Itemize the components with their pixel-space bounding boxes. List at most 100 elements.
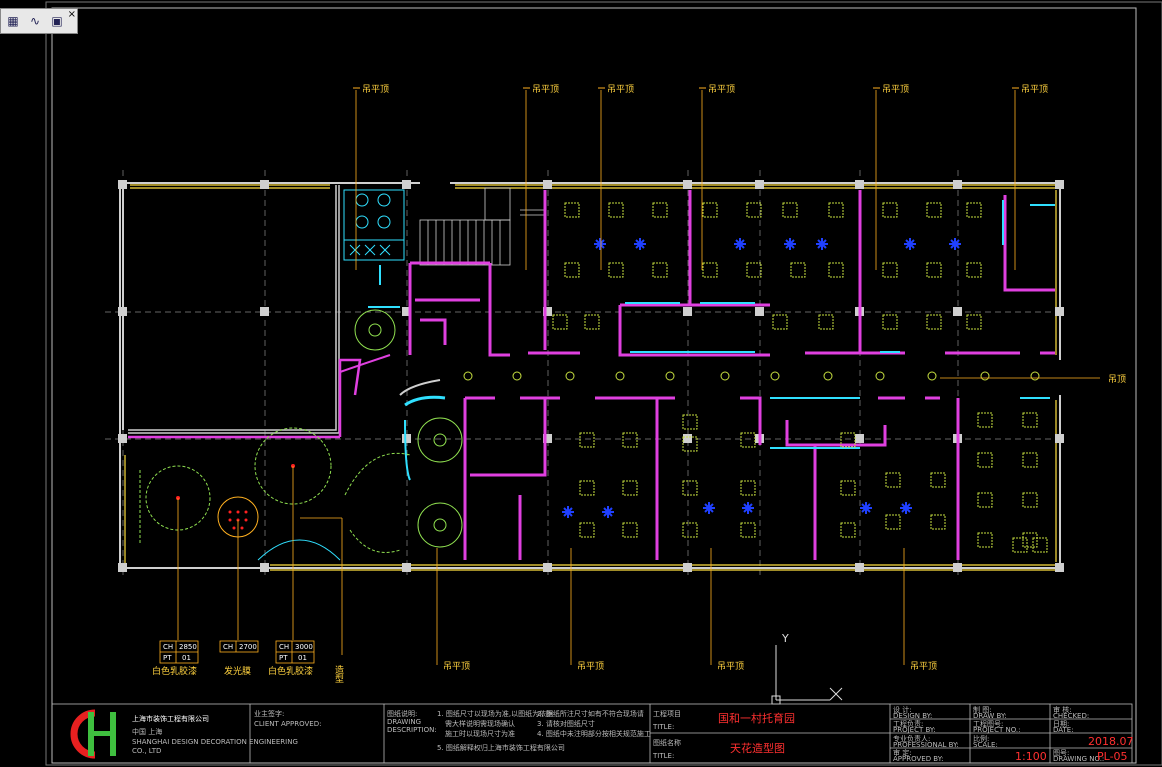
curved-walls — [339, 354, 446, 481]
light-fixture — [977, 412, 993, 428]
light-fixture — [977, 452, 993, 468]
light-fixture — [840, 432, 856, 448]
downlight — [823, 371, 833, 381]
svg-text:专业负责人:: 专业负责人: — [893, 734, 930, 743]
material-tags: CH 2850 PT 01 白色乳胶漆 CH 2700 发光膜 CH 3000 … — [152, 640, 315, 677]
svg-text:CO., LTD: CO., LTD — [132, 747, 161, 755]
light-fixture — [608, 262, 624, 278]
svg-text:业主签字:: 业主签字: — [254, 709, 284, 718]
svg-text:CH: CH — [223, 643, 233, 651]
light-fixture — [1022, 532, 1038, 548]
light-fixture — [740, 522, 756, 538]
light-fixture — [564, 202, 580, 218]
tag-2: CH 2700 发光膜 — [219, 640, 259, 677]
scale-value: 1:100 — [1015, 750, 1047, 763]
curve-icon[interactable]: ∿ — [29, 14, 41, 28]
close-icon[interactable]: × — [67, 9, 76, 20]
label-top-6: 吊平顶 — [1021, 84, 1048, 95]
light-fixture — [930, 472, 946, 488]
light-fixture — [926, 314, 942, 330]
company-logo — [70, 709, 116, 759]
fan-icon — [784, 238, 796, 250]
downlight — [512, 371, 522, 381]
svg-text:DRAW BY:: DRAW BY: — [973, 712, 1007, 720]
grid-icon[interactable]: ▦ — [7, 14, 19, 28]
ucs-icon: Y — [771, 632, 843, 705]
svg-text:日期:: 日期: — [1053, 720, 1069, 728]
light-fixture — [966, 262, 982, 278]
light-fixture — [840, 522, 856, 538]
svg-text:01: 01 — [182, 654, 191, 662]
svg-text:3000: 3000 — [295, 643, 313, 651]
top-labels: 吊平顶 吊平顶 吊平顶 吊平顶 吊平顶 吊平顶 吊顶 吊平顶 吊平顶 吊平顶 吊… — [333, 84, 1126, 683]
drawing-number: PL-05 — [1097, 750, 1128, 763]
svg-text:SHANGHAI DESIGN DECORATION ENG: SHANGHAI DESIGN DECORATION ENGINEERING — [132, 738, 298, 746]
downlight — [565, 371, 575, 381]
title-block-text: 上海市装饰工程有限公司 中国 上海 SHANGHAI DESIGN DECORA… — [132, 705, 1134, 763]
tag-1: CH 2850 PT 01 白色乳胶漆 — [152, 640, 199, 677]
floating-toolbar[interactable]: ▦ ∿ ▣ × — [0, 8, 78, 34]
svg-text:APPROVED BY:: APPROVED BY: — [893, 755, 943, 763]
light-fixture — [579, 480, 595, 496]
light-fixture — [652, 262, 668, 278]
light-fixtures — [552, 202, 1048, 553]
light-fixture — [622, 432, 638, 448]
svg-text:制 图:: 制 图: — [973, 705, 992, 714]
fan-icon — [594, 238, 606, 250]
svg-text:审 核:: 审 核: — [1053, 705, 1072, 714]
svg-text:3. 请核对图纸尺寸: 3. 请核对图纸尺寸 — [537, 719, 595, 728]
snap-icon[interactable]: ▣ — [51, 14, 63, 28]
downlight — [665, 371, 675, 381]
fan-icon — [900, 502, 912, 514]
tag-3: CH 3000 PT 01 白色乳胶漆 — [268, 640, 315, 677]
light-fixture — [966, 314, 982, 330]
label-left-vertical: 造型 — [333, 664, 344, 683]
fan-icon — [602, 506, 614, 518]
light-fixture — [682, 414, 698, 430]
light-fixture — [882, 314, 898, 330]
svg-text:PROJECT NO.:: PROJECT NO.: — [973, 726, 1021, 734]
fan-icon — [634, 238, 646, 250]
label-top-1: 吊平顶 — [362, 84, 389, 95]
ceiling-fans — [562, 238, 961, 518]
downlight — [1030, 371, 1040, 381]
red-dots — [176, 464, 295, 530]
downlight — [770, 371, 780, 381]
svg-text:DESCRIPTION:: DESCRIPTION: — [387, 726, 437, 734]
light-fixture — [584, 314, 600, 330]
svg-text:PT: PT — [279, 654, 288, 662]
leader-lines — [177, 90, 1100, 665]
light-fixture — [882, 202, 898, 218]
partitions — [408, 190, 1055, 560]
svg-text:图纸名称: 图纸名称 — [653, 738, 681, 747]
svg-text:CLIENT APPROVED:: CLIENT APPROVED: — [254, 720, 321, 728]
downlight — [463, 371, 473, 381]
fan-icon — [562, 506, 574, 518]
svg-text:2850: 2850 — [179, 643, 197, 651]
svg-text:2. 图纸所注尺寸如有不符合现场请: 2. 图纸所注尺寸如有不符合现场请 — [537, 709, 644, 718]
light-fixture — [926, 262, 942, 278]
light-fixture — [818, 314, 834, 330]
label-top-4: 吊平顶 — [708, 84, 735, 95]
light-fixture — [828, 202, 844, 218]
light-fixture — [622, 522, 638, 538]
light-fixture — [682, 480, 698, 496]
light-fixture — [828, 262, 844, 278]
light-fixture — [608, 202, 624, 218]
light-fixture — [977, 532, 993, 548]
company-name: 上海市装饰工程有限公司 — [132, 714, 209, 723]
label-top-5: 吊平顶 — [882, 84, 909, 95]
svg-text:图号:: 图号: — [1053, 749, 1069, 757]
svg-text:施工时以现场尺寸为准: 施工时以现场尺寸为准 — [445, 729, 515, 738]
light-fixture — [1022, 412, 1038, 428]
light-fixture — [579, 432, 595, 448]
svg-text:SCALE:: SCALE: — [973, 741, 998, 749]
svg-text:CH: CH — [163, 643, 173, 651]
title-block — [51, 703, 1133, 764]
svg-text:1. 图纸尺寸以现场为准,以图纸为依据: 1. 图纸尺寸以现场为准,以图纸为依据 — [437, 709, 553, 718]
project-name: 国和一村托育园 — [718, 711, 795, 725]
light-fixture — [652, 202, 668, 218]
label-bottom-1: 吊平顶 — [443, 661, 470, 672]
downlight — [927, 371, 937, 381]
